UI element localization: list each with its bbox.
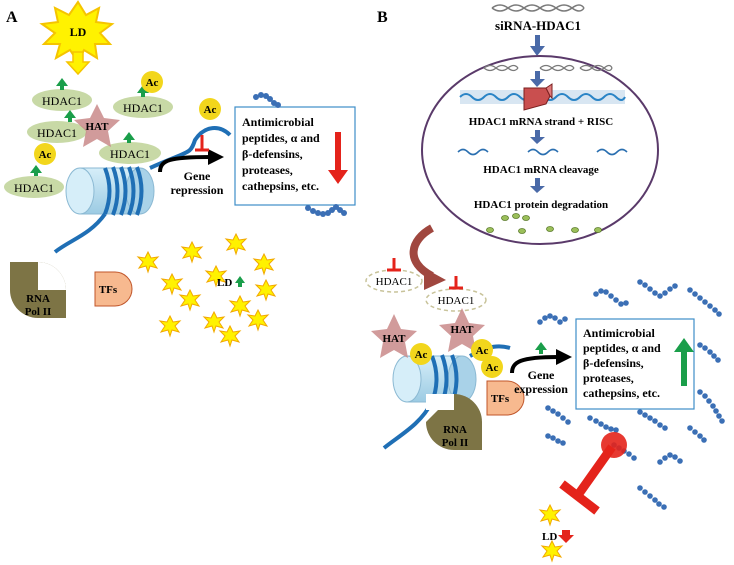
svg-text:β-defensins,: β-defensins, <box>583 356 644 370</box>
svg-text:Ac: Ac <box>415 349 428 361</box>
svg-text:RNA: RNA <box>26 293 50 305</box>
ld-burst-label: LD <box>70 25 87 39</box>
hdac1-a-1: HDAC1 <box>32 89 92 111</box>
gene-expression-arrow: Gene expression <box>510 342 572 396</box>
sirna-helix <box>491 4 585 12</box>
hat-star-b-2: HAT <box>439 308 485 352</box>
ac-a-3: Ac <box>34 143 56 165</box>
ld-indicator-b: LD <box>542 530 574 543</box>
panel-b: B siRNA-HDAC1 HDAC1 mRNA strand + RISC <box>365 4 725 562</box>
svg-text:LD: LD <box>542 531 557 543</box>
gene-repression-line1: Gene <box>184 169 211 183</box>
sirna-label: siRNA-HDAC1 <box>495 18 581 33</box>
curved-arrow <box>409 224 446 290</box>
svg-text:HAT: HAT <box>450 324 474 336</box>
panel-b-letter: B <box>377 9 388 26</box>
tfs-a: TFs <box>94 271 133 307</box>
circle-line-3: HDAC1 protein degradation <box>474 199 608 211</box>
hdac1-a-4: HDAC1 <box>99 142 161 164</box>
svg-text:TFs: TFs <box>99 284 118 296</box>
hdac1-a-3: HDAC1 <box>113 96 173 118</box>
svg-text:HAT: HAT <box>85 121 109 133</box>
ld-indicator-a: LD <box>217 276 245 289</box>
svg-text:β-defensins,: β-defensins, <box>242 147 303 161</box>
ld-down-arrow <box>65 51 91 76</box>
svg-text:Ac: Ac <box>146 77 159 89</box>
svg-text:Antimicrobial: Antimicrobial <box>242 115 314 129</box>
hdac1-faded-2: HDAC1 <box>425 276 487 312</box>
hdac1-faded-1: HDAC1 <box>365 258 423 293</box>
hat-star-a: HAT <box>74 104 120 147</box>
svg-text:peptides, α and: peptides, α and <box>242 131 320 145</box>
svg-text:Antimicrobial: Antimicrobial <box>583 326 655 340</box>
svg-text:HDAC1: HDAC1 <box>110 147 150 161</box>
arrow-to-degradation <box>530 178 545 193</box>
svg-text:HDAC1: HDAC1 <box>438 295 475 307</box>
protein-fragments <box>486 213 602 234</box>
hdac1-a-2: HDAC1 <box>27 121 87 143</box>
hdac1-a-5: HDAC1 <box>4 176 64 198</box>
rna-pol-ii-b: RNA Pol II <box>426 394 482 450</box>
svg-text:HDAC1: HDAC1 <box>14 181 54 195</box>
ac-a-2: Ac <box>199 98 221 120</box>
mrna-risc <box>459 83 626 111</box>
arrow-to-cleavage <box>530 130 545 144</box>
panel-a: A LD HDAC1 HDAC1 HDAC1 HDAC1 HDAC1 <box>4 0 356 347</box>
inhibit-hdac1-2 <box>449 276 463 290</box>
ac-b-2: Ac <box>471 339 493 361</box>
ld-burst: LD <box>39 0 115 76</box>
nucleosome-a <box>53 126 232 254</box>
gene-expression-line1: Gene <box>528 368 555 382</box>
svg-text:Ac: Ac <box>476 345 489 357</box>
antimicrobial-box-a: Antimicrobial peptides, α and β-defensin… <box>234 106 356 206</box>
ac-a-1: Ac <box>141 71 163 93</box>
svg-text:TFs: TFs <box>491 393 510 405</box>
svg-text:cathepsins, etc.: cathepsins, etc. <box>583 386 660 400</box>
tfs-b: TFs <box>486 380 525 416</box>
svg-text:Ac: Ac <box>204 104 217 116</box>
svg-text:LD: LD <box>217 277 232 289</box>
svg-text:proteases,: proteases, <box>583 371 634 385</box>
rna-pol-ii-a: RNA Pol II <box>10 262 66 318</box>
svg-text:peptides, α and: peptides, α and <box>583 341 661 355</box>
antimicrobial-box-b: Antimicrobial peptides, α and β-defensin… <box>575 318 695 410</box>
svg-text:Ac: Ac <box>486 362 499 374</box>
svg-text:HDAC1: HDAC1 <box>42 94 82 108</box>
peptide-chains-a <box>253 92 347 217</box>
circle-line-1: HDAC1 mRNA strand + RISC <box>469 116 613 128</box>
svg-text:HDAC1: HDAC1 <box>37 126 77 140</box>
sirna-fragments <box>483 64 613 72</box>
hat-star-b-1: HAT <box>371 314 417 358</box>
svg-text:cathepsins, etc.: cathepsins, etc. <box>242 179 319 193</box>
green-up-arrows-a <box>30 78 149 176</box>
ac-b-1: Ac <box>410 343 432 365</box>
svg-text:proteases,: proteases, <box>242 163 293 177</box>
red-inhibitor-b <box>559 432 627 515</box>
mrna-fragments <box>457 148 628 156</box>
arrow-to-risc <box>530 71 545 87</box>
svg-text:Ac: Ac <box>39 149 52 161</box>
circle-line-2: HDAC1 mRNA cleavage <box>483 164 599 176</box>
sirna-down-arrow <box>530 35 545 56</box>
gene-repression-arrow: Gene repression <box>158 135 224 197</box>
svg-text:RNA: RNA <box>443 424 467 436</box>
ld-stars-a <box>137 233 277 347</box>
gene-repression-line2: repression <box>171 183 224 197</box>
ac-b-3: Ac <box>481 356 503 378</box>
svg-text:HDAC1: HDAC1 <box>376 276 413 288</box>
gene-expression-line2: expression <box>514 382 568 396</box>
panel-a-letter: A <box>6 9 18 26</box>
svg-text:Pol II: Pol II <box>25 306 52 318</box>
svg-text:Pol II: Pol II <box>442 437 469 449</box>
svg-text:HDAC1: HDAC1 <box>123 101 163 115</box>
red-down-arrow-a <box>328 132 348 184</box>
nucleosome-b <box>382 344 511 450</box>
svg-text:HAT: HAT <box>382 333 406 345</box>
green-up-arrow-b <box>674 338 694 386</box>
inhibit-hdac1-1 <box>387 258 401 272</box>
